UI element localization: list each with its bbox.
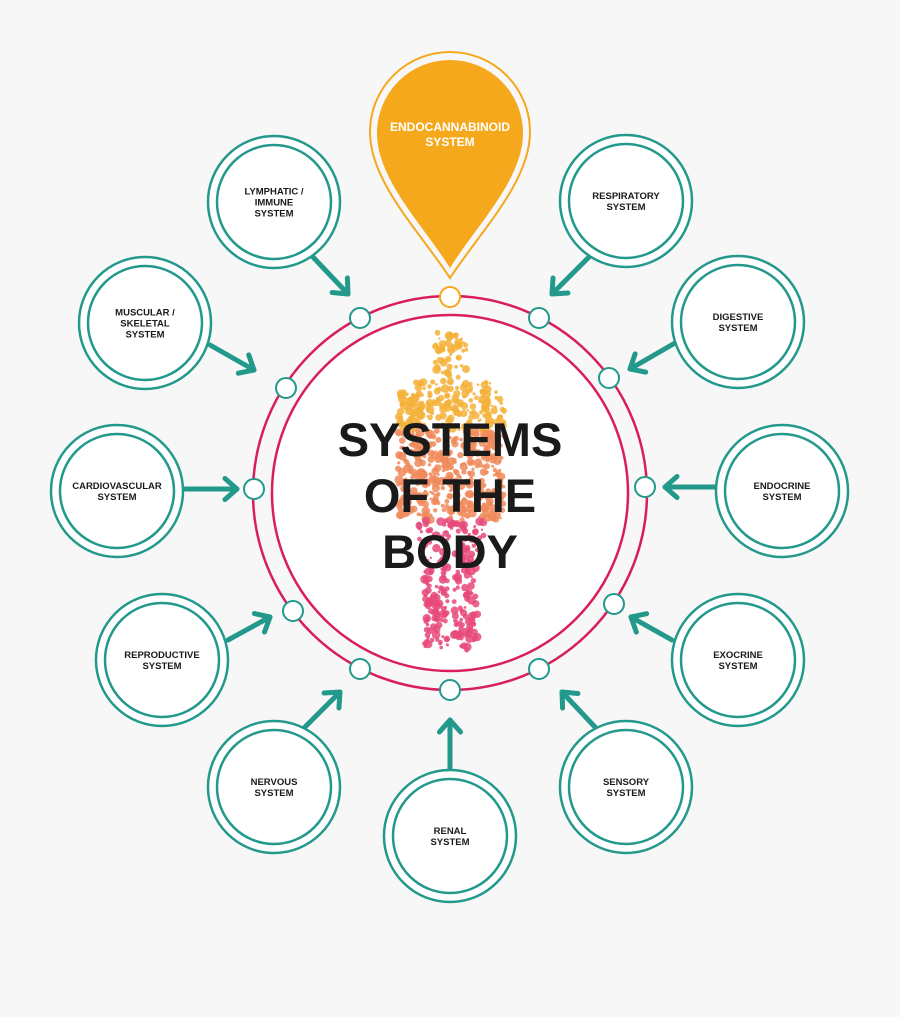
node-label-muscular-2: SKELETAL (120, 319, 170, 330)
node-label-respiratory-2: SYSTEM (606, 202, 645, 213)
pin-shape (377, 60, 523, 268)
connector-lymphatic (349, 307, 371, 329)
connector-reproductive (282, 600, 304, 622)
connector-respiratory (528, 307, 550, 329)
arrow-muscular (207, 342, 257, 376)
node-label-lymphatic-1: LYMPHATIC / (244, 187, 303, 198)
connector-cardiovascular (243, 478, 265, 500)
arrow-sensory (559, 689, 598, 730)
arrow-digestive (627, 340, 678, 375)
title-line-3: BODY (382, 525, 518, 578)
node-label-nervous-1: NERVOUS (251, 777, 298, 788)
arrow-endocrine (662, 473, 718, 501)
arrows-layer (182, 253, 718, 773)
node-label-exocrine-1: EXOCRINE (713, 650, 763, 661)
arrow-lymphatic (309, 253, 351, 297)
node-label-endocrine-1: ENDOCRINE (753, 481, 810, 492)
node-label-exocrine-2: SYSTEM (718, 661, 757, 672)
node-label-digestive-1: DIGESTIVE (713, 312, 764, 323)
node-label-nervous-2: SYSTEM (254, 788, 293, 799)
connector-muscular (275, 377, 297, 399)
node-label-muscular-1: MUSCULAR / (115, 308, 175, 319)
connector-exocrine (603, 593, 625, 615)
node-label-endocrine-2: SYSTEM (762, 492, 801, 503)
arrow-nervous (302, 689, 343, 730)
endocannabinoid-connector (439, 286, 461, 308)
diagram-title: SYSTEMS OF THE BODY (338, 413, 563, 578)
human-figure-icon (394, 329, 507, 653)
endocannabinoid-label-line-2: SYSTEM (425, 135, 474, 149)
node-label-respiratory-1: RESPIRATORY (592, 191, 660, 202)
arrow-reproductive (225, 611, 273, 643)
connectors-layer (243, 307, 656, 701)
node-label-sensory-2: SYSTEM (606, 788, 645, 799)
endocannabinoid-node[interactable]: ENDOCANNABINOID SYSTEM (368, 51, 532, 308)
node-label-reproductive-1: REPRODUCTIVE (124, 650, 199, 661)
node-label-cardiovascular-2: SYSTEM (97, 492, 136, 503)
node-label-digestive-2: SYSTEM (718, 323, 757, 334)
pin-outline (368, 51, 532, 280)
arrow-respiratory (549, 253, 593, 297)
connector-endocrine (634, 476, 656, 498)
title-line-1: SYSTEMS (338, 413, 563, 466)
arrow-exocrine (628, 611, 675, 643)
node-label-lymphatic-3: SYSTEM (254, 209, 293, 220)
connector-digestive (598, 367, 620, 389)
title-line-2: OF THE (364, 469, 536, 522)
node-label-renal-2: SYSTEM (430, 837, 469, 848)
connector-sensory (528, 658, 550, 680)
node-label-cardiovascular-1: CARDIOVASCULAR (72, 481, 162, 492)
connector-nervous (349, 658, 371, 680)
system-nodes-layer: LYMPHATIC /IMMUNESYSTEMRESPIRATORYSYSTEM… (49, 133, 850, 904)
node-label-sensory-1: SENSORY (603, 777, 650, 788)
node-label-reproductive-2: SYSTEM (142, 661, 181, 672)
endocannabinoid-label-line-1: ENDOCANNABINOID (390, 120, 510, 134)
node-label-lymphatic-2: IMMUNE (255, 198, 294, 209)
node-label-renal-1: RENAL (434, 826, 467, 837)
connector-renal (439, 679, 461, 701)
arrow-renal (436, 717, 464, 773)
node-label-muscular-3: SYSTEM (125, 330, 164, 341)
arrow-cardiovascular (182, 475, 240, 503)
